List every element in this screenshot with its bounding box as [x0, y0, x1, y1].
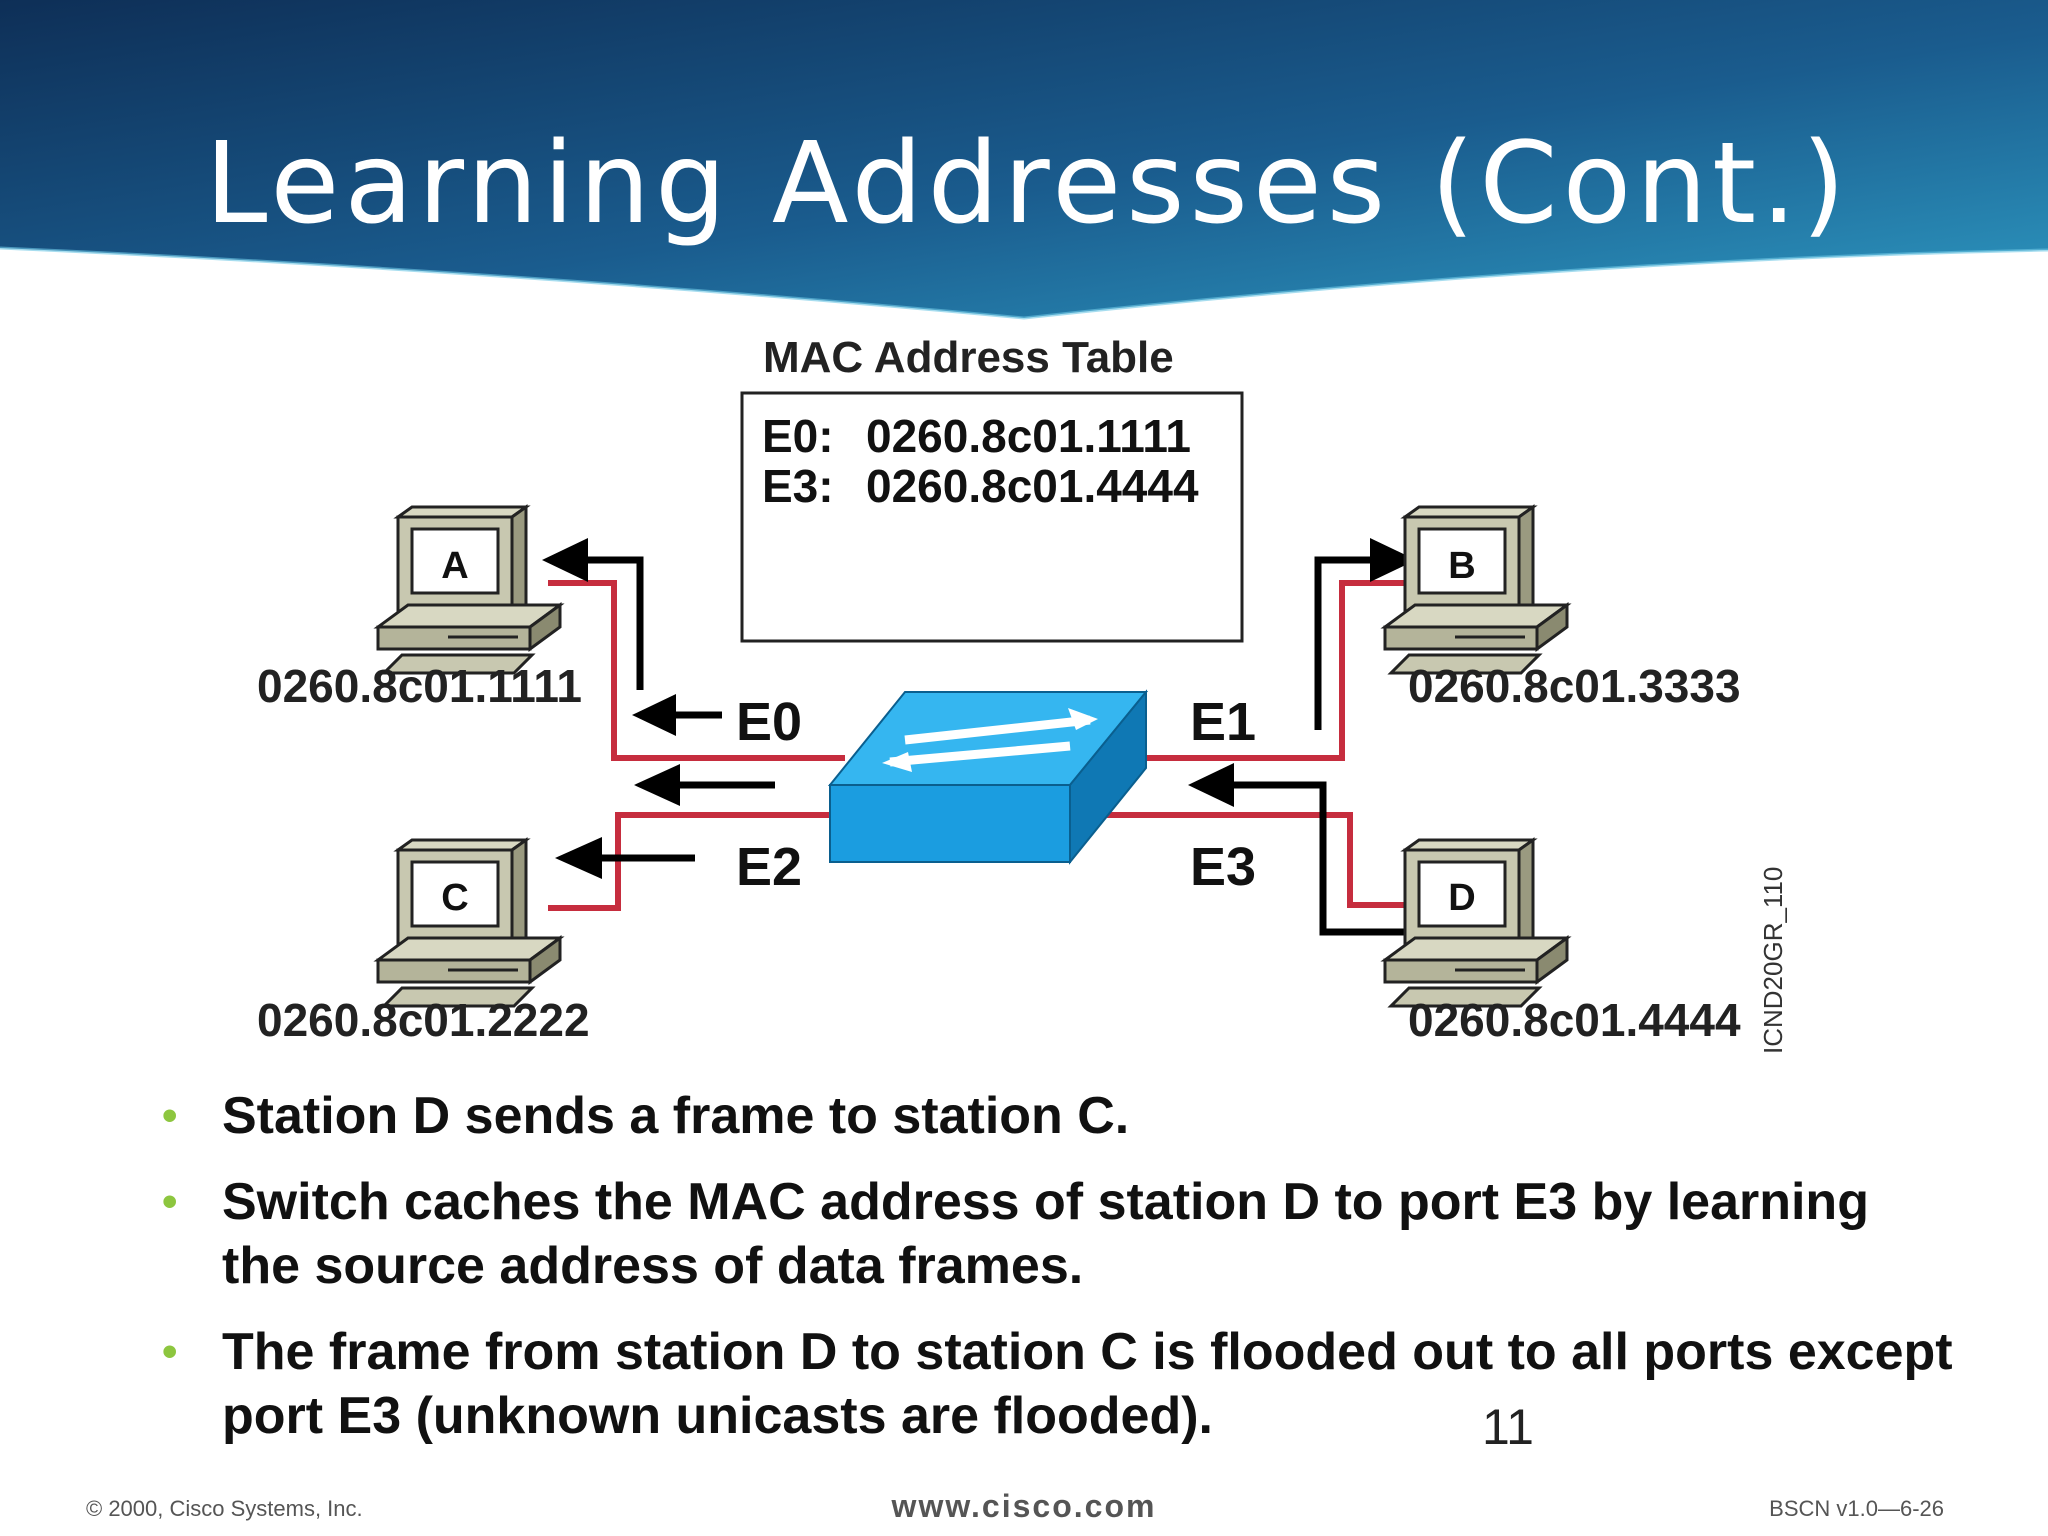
- flood-arrow-to-c: [555, 837, 695, 879]
- mac-table-entry-mac: 0260.8c01.4444: [866, 460, 1199, 512]
- port-label-e3: E3: [1190, 837, 1256, 897]
- mac-table-entry-port: E3:: [762, 460, 834, 512]
- bullet-list: • Station D sends a frame to station C. •…: [160, 1084, 1960, 1470]
- mac-table-entry-mac: 0260.8c01.1111: [866, 410, 1191, 462]
- bullet-item: • Switch caches the MAC address of statio…: [160, 1170, 1960, 1298]
- switch: [827, 689, 1149, 865]
- station-a-label: A: [441, 545, 468, 587]
- port-label-e2: E2: [736, 837, 802, 897]
- flood-arrow-e0: [632, 694, 722, 736]
- flood-arrow-to-a: [542, 538, 644, 690]
- mac-table-box: [740, 391, 1244, 643]
- port-label-e0: E0: [736, 692, 802, 752]
- network-diagram: MAC Address Table E0: 0260.8c01.1111 E3:…: [257, 333, 1788, 1054]
- bullet-item: • Station D sends a frame to station C.: [160, 1084, 1960, 1148]
- slide-number: 11: [1482, 1399, 1534, 1455]
- bullet-text: The frame from station D to station C is…: [222, 1323, 1953, 1445]
- source-arrow-from-d: [1188, 763, 1412, 936]
- station-b-label: B: [1448, 545, 1475, 587]
- port-label-e1: E1: [1190, 692, 1256, 752]
- link-e3-station-d: [1105, 812, 1412, 908]
- footer-url: www.cisco.com: [891, 1488, 1157, 1524]
- station-d-label: D: [1448, 877, 1475, 919]
- bullet-text: Station D sends a frame to station C.: [222, 1087, 1130, 1145]
- header-banner: [0, 0, 2048, 320]
- station-b: B: [1383, 505, 1569, 675]
- bullet-text: Switch caches the MAC address of station…: [222, 1173, 1869, 1295]
- bullet-dot-icon: •: [162, 1327, 178, 1376]
- bullet-dot-icon: •: [162, 1091, 178, 1140]
- station-b-mac: 0260.8c01.3333: [1408, 660, 1741, 712]
- station-a: A: [376, 505, 562, 675]
- mac-table-heading: MAC Address Table: [763, 333, 1174, 382]
- bullet-dot-icon: •: [162, 1177, 178, 1226]
- link-e0-station-a: [548, 580, 845, 761]
- link-e1-station-b: [1144, 580, 1412, 761]
- figure-id: ICND20GR_110: [1758, 867, 1788, 1054]
- mac-table-entry-port: E0:: [762, 410, 834, 462]
- flood-arrow-e2: [634, 764, 775, 806]
- station-c-mac: 0260.8c01.2222: [257, 994, 590, 1046]
- bullet-item: • The frame from station D to station C i…: [160, 1320, 1960, 1448]
- flood-arrow-to-b: [1314, 538, 1416, 730]
- station-a-mac: 0260.8c01.1111: [257, 660, 582, 712]
- footer-course-code: BSCN v1.0—6-26: [1769, 1496, 1944, 1521]
- station-c: C: [376, 838, 562, 1008]
- station-d: D: [1383, 838, 1569, 1008]
- station-c-label: C: [441, 877, 468, 919]
- footer-copyright: © 2000, Cisco Systems, Inc.: [86, 1496, 363, 1521]
- station-d-mac: 0260.8c01.4444: [1408, 994, 1741, 1046]
- slide-title: Learning Addresses (Cont.): [205, 119, 1851, 249]
